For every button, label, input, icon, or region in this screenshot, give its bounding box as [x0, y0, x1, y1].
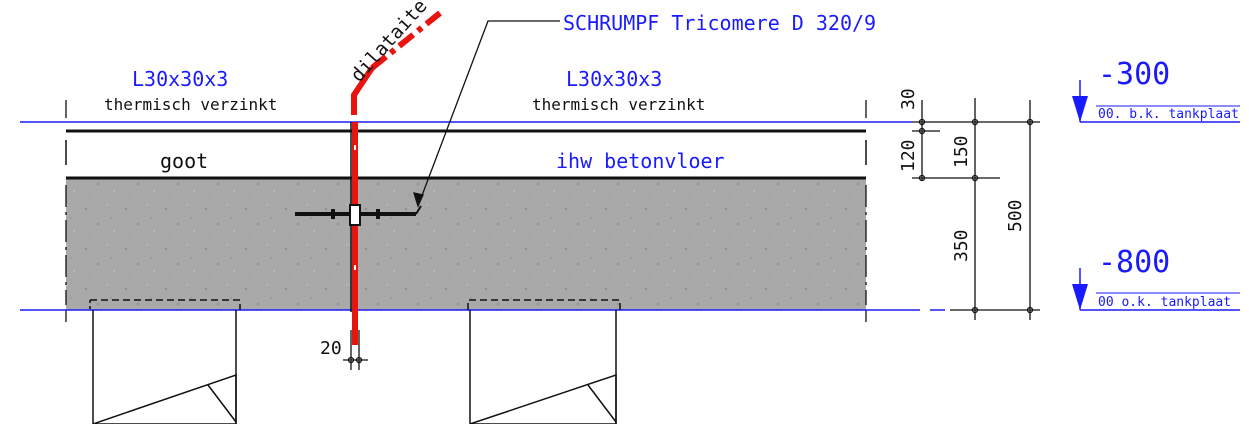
dimension-chain — [912, 98, 1040, 320]
tricomere-profile — [295, 204, 422, 226]
concrete-slab — [66, 176, 866, 310]
joint-width-dimension — [343, 330, 368, 370]
product-leader — [413, 20, 560, 208]
dim-30: 30 — [898, 88, 919, 110]
tank-support-left — [89, 299, 241, 424]
profile-left-label: L30x30x3 — [132, 67, 228, 91]
finish-right-label: thermisch verzinkt — [532, 95, 705, 114]
floor-label: ihw betonvloer — [556, 149, 725, 173]
product-label: SCHRUMPF Tricomere D 320/9 — [563, 11, 876, 35]
profile-right-label: L30x30x3 — [566, 67, 662, 91]
tank-support-right — [467, 299, 621, 424]
dim-350: 350 — [951, 229, 972, 262]
level-marker-bottom — [1072, 268, 1240, 310]
gutter-label: goot — [160, 149, 208, 173]
joint-label: dilataite — [346, 0, 431, 86]
gutter-layer — [65, 129, 867, 165]
dim-500: 500 — [1005, 199, 1026, 232]
slab-edges — [65, 100, 867, 322]
level-bottom-value: -800 — [1098, 245, 1170, 280]
level-bottom-label: 00 o.k. tankplaat — [1098, 295, 1231, 310]
level-top-label: 00. b.k. tankplaat — [1098, 107, 1239, 122]
finish-left-label: thermisch verzinkt — [104, 95, 277, 114]
dim-150: 150 — [951, 135, 972, 168]
dim-120: 120 — [898, 139, 919, 172]
dim-20: 20 — [320, 338, 342, 359]
level-top-value: -300 — [1098, 57, 1170, 92]
level-marker-top — [1072, 80, 1240, 122]
